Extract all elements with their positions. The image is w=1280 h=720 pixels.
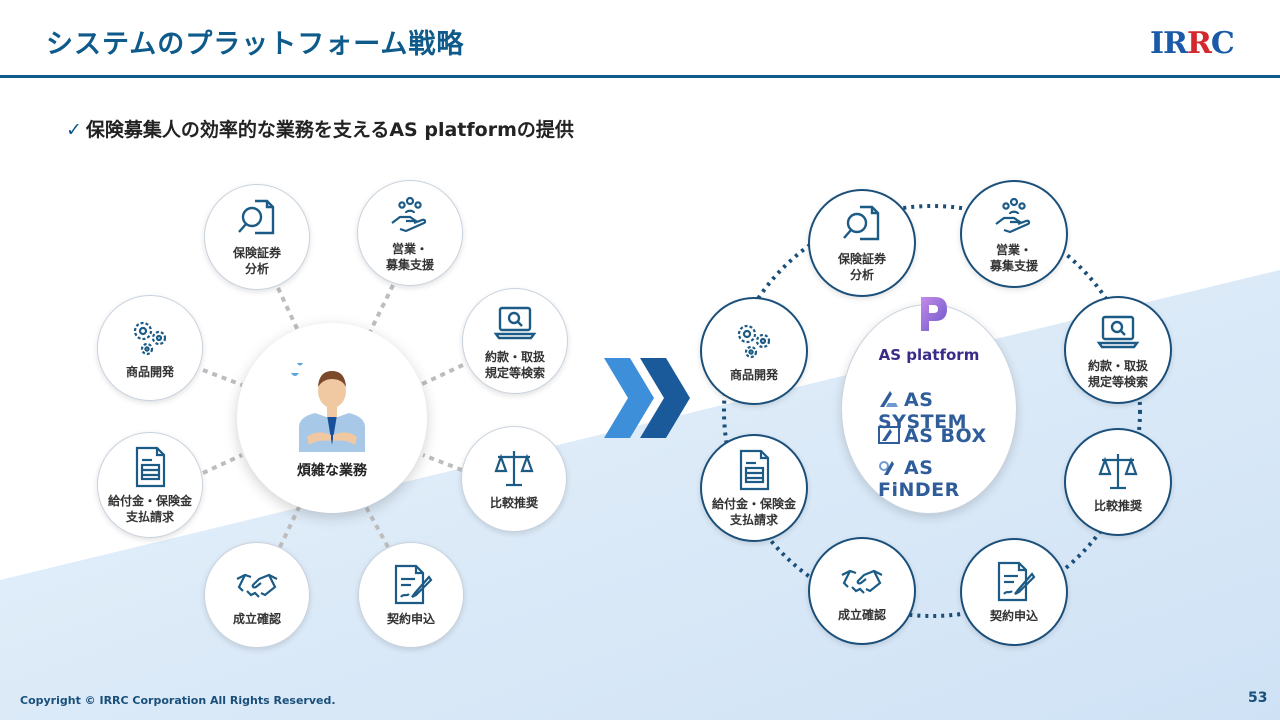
subtitle: ✓保険募集人の効率的な業務を支えるAS platformの提供 [66,115,574,142]
right-node-sales-label: 営業・ 募集支援 [989,243,1038,273]
gears-icon [133,321,167,356]
scale-icon [1098,454,1138,490]
as-platform-logo-icon [921,297,947,331]
left-node-contract: 成立確認 [204,542,310,648]
left-node-securities-label: 保険証券 分析 [232,246,281,276]
arrow-chevron-light [604,358,654,438]
right-node-securities: 保険証券 分析 [808,189,916,297]
as-mark-icon [878,426,900,444]
laptop-search-icon [493,306,537,340]
arrow-chevron-dark [640,358,690,438]
handshake-icon [841,569,883,594]
left-node-products-label: 商品開発 [125,365,174,379]
product-as-finder: AS FiNDER [878,457,1016,501]
left-node-terms: 約款・取扱 規定等検索 [462,288,568,394]
product-as-box-label: AS BOX [904,425,987,447]
right-node-products: 商品開発 [700,297,808,405]
irrc-logo: IRRC [1150,26,1235,61]
left-node-claims: 給付金・保険金 支払請求 [97,432,203,538]
as-mark-icon [880,391,898,407]
left-node-apply: 契約申込 [358,542,464,648]
right-node-compare-label: 比較推奨 [1093,499,1142,513]
magnifier-document-icon [843,205,880,241]
right-node-terms-label: 約款・取扱 規定等検索 [1087,359,1148,389]
right-node-sales: 営業・ 募集支援 [960,180,1068,288]
left-connectors [202,284,464,548]
right-node-products-label: 商品開発 [729,368,778,382]
platform-ring [722,204,1142,618]
right-node-claims: 給付金・保険金 支払請求 [700,434,808,542]
scale-icon [494,451,534,487]
subtitle-text: 保険募集人の効率的な業務を支えるAS platformの提供 [85,119,574,141]
logo-text-1: IR [1150,26,1188,61]
right-node-contract: 成立確認 [808,537,916,645]
right-node-terms: 約款・取扱 規定等検索 [1064,296,1172,404]
hand-people-icon [995,197,1031,234]
left-node-sales-label: 営業・ 募集支援 [385,242,434,272]
page-number: 53 [1248,690,1268,706]
left-node-compare-label: 比較推奨 [489,496,538,510]
left-node-securities: 保険証券 分析 [204,184,310,290]
logo-text-3: C [1210,26,1235,61]
form-document-icon [135,446,166,488]
left-node-terms-label: 約款・取扱 規定等検索 [484,350,545,380]
header-divider [0,75,1280,78]
handshake-icon [236,573,278,598]
complex-work-hub: 煩雑な業務 [237,323,427,513]
right-node-contract-label: 成立確認 [837,608,886,622]
check-icon: ✓ [66,119,82,141]
form-document-icon [739,449,770,491]
right-node-apply-label: 契約申込 [989,609,1038,623]
as-platform-hub: AS platform AS SYSTEM AS BOX AS FiNDER [841,297,1017,514]
hand-people-icon [391,196,427,233]
as-platform-name: AS platform [878,346,980,364]
product-as-system: AS SYSTEM [878,389,1016,433]
left-node-claims-label: 給付金・保険金 支払請求 [107,494,192,524]
left-node-products: 商品開発 [97,295,203,401]
right-node-apply: 契約申込 [960,538,1068,646]
page-title: システムのプラットフォーム戦略 [46,29,465,60]
product-as-finder-label: AS FiNDER [878,457,960,501]
right-node-claims-label: 給付金・保険金 支払請求 [711,497,796,527]
as-mark-icon [879,461,894,475]
left-node-sales: 営業・ 募集支援 [357,180,463,286]
gears-icon [737,324,771,359]
right-node-securities-label: 保険証券 分析 [837,252,886,282]
right-node-compare: 比較推奨 [1064,428,1172,536]
product-as-system-label: AS SYSTEM [878,389,967,433]
copyright: Copyright © IRRC Corporation All Rights … [20,694,336,707]
logo-text-2: R [1186,26,1212,61]
left-node-compare: 比較推奨 [461,426,567,532]
signing-document-icon [394,564,433,605]
magnifier-document-icon [238,199,275,235]
product-as-box: AS BOX [878,425,987,447]
left-node-apply-label: 契約申込 [386,612,435,626]
laptop-search-icon [1096,315,1140,349]
signing-document-icon [997,561,1036,602]
worried-businessman-icon [291,362,365,452]
left-node-contract-label: 成立確認 [232,612,281,626]
complex-work-label: 煩雑な業務 [297,462,367,479]
